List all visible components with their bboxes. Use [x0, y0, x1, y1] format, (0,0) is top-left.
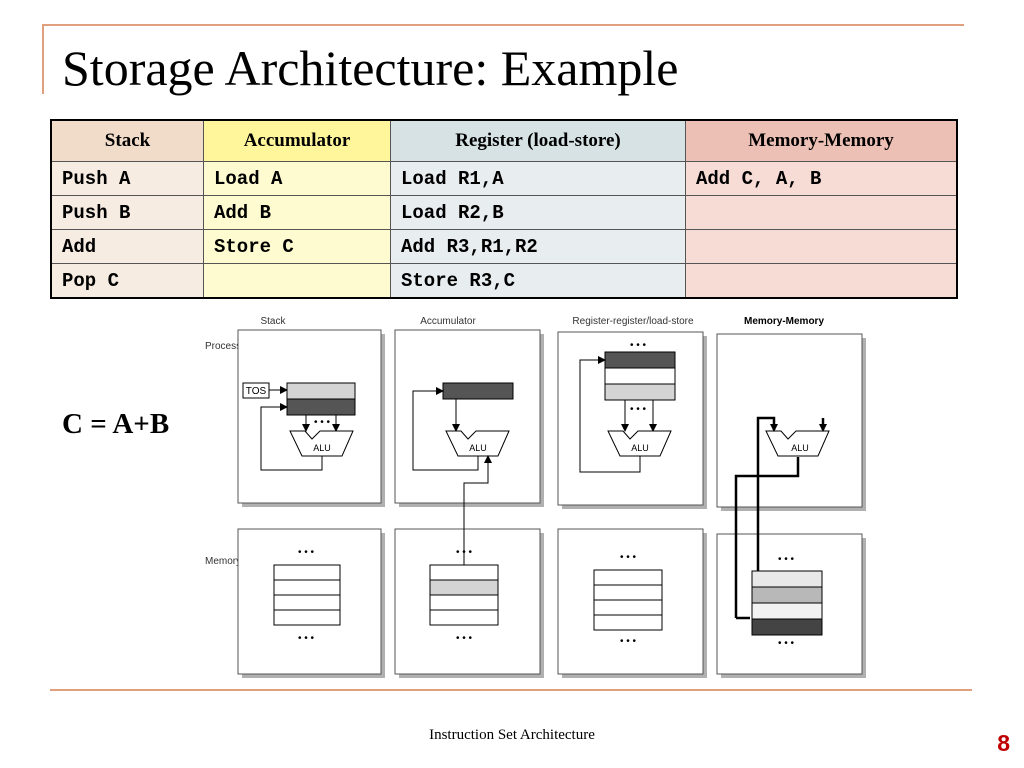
alu-label: ALU: [313, 443, 331, 453]
cell-register: Add R3,R1,R2: [390, 229, 686, 264]
header-memory-memory: Memory-Memory: [685, 119, 958, 162]
cell-register: Load R1,A: [390, 161, 686, 196]
cell-accumulator: Store C: [203, 229, 391, 264]
table-row: Push B Add B Load R2,B: [50, 195, 958, 230]
header-stack: Stack: [50, 119, 204, 162]
table-row: Pop C Store R3,C: [50, 263, 958, 299]
svg-text:• • •: • • •: [298, 547, 315, 558]
accumulator-memory: • • • • • •: [429, 547, 499, 644]
row-label-processor: Processor: [205, 341, 251, 352]
storage-architecture-diagram: Stack Accumulator Register-register/load…: [205, 316, 866, 678]
left-accent-rule: [42, 24, 44, 94]
stack-memory: • • • • • •: [273, 547, 341, 644]
cell-stack: Add: [50, 229, 204, 264]
header-accumulator: Accumulator: [203, 119, 391, 162]
cell-register: Store R3,C: [390, 263, 686, 299]
svg-text:ALU: ALU: [631, 443, 649, 453]
svg-text:• • •: • • •: [778, 554, 795, 565]
svg-text:• • •: • • •: [314, 417, 331, 428]
stack-processor: TOS • • • ALU: [242, 382, 356, 471]
svg-text:• • •: • • •: [456, 547, 473, 558]
processor-panels: [237, 329, 866, 511]
architecture-table: Stack Accumulator Register (load-store) …: [50, 119, 958, 299]
cell-memory-memory: [685, 263, 958, 299]
cell-memory-memory: Add C, A, B: [685, 161, 958, 196]
tos-label: TOS: [246, 386, 267, 397]
svg-text:ALU: ALU: [791, 443, 809, 453]
svg-text:ALU: ALU: [469, 443, 487, 453]
table-row: Add Store C Add R3,R1,R2: [50, 229, 958, 264]
cell-memory-memory: [685, 229, 958, 264]
table-row: Push A Load A Load R1,A Add C, A, B: [50, 161, 958, 196]
svg-text:• • •: • • •: [620, 552, 637, 563]
cell-stack: Push A: [50, 161, 204, 196]
cell-accumulator: Add B: [203, 195, 391, 230]
accumulator-processor: ALU: [412, 382, 514, 578]
svg-text:• • •: • • •: [630, 340, 647, 351]
cell-memory-memory: [685, 195, 958, 230]
memory-memory-memory: • • • • • •: [751, 554, 823, 649]
column-label-accumulator: Accumulator: [420, 316, 476, 327]
svg-text:• • •: • • •: [630, 404, 647, 415]
page-number: 8: [997, 730, 1010, 756]
cell-register: Load R2,B: [390, 195, 686, 230]
register-processor: • • • • • • ALU: [579, 340, 676, 473]
register-memory: • • • • • •: [593, 552, 663, 647]
equation-label: C = A+B: [62, 408, 170, 440]
table-header-row: Stack Accumulator Register (load-store) …: [50, 119, 958, 162]
column-label-stack: Stack: [260, 316, 286, 327]
column-label-memory-memory: Memory-Memory: [744, 316, 824, 327]
svg-text:• • •: • • •: [456, 633, 473, 644]
memory-panels: [237, 528, 866, 678]
svg-text:• • •: • • •: [298, 633, 315, 644]
cell-accumulator: Load A: [203, 161, 391, 196]
top-accent-rule: [42, 24, 964, 26]
cell-accumulator: [203, 263, 391, 299]
svg-text:• • •: • • •: [620, 636, 637, 647]
memory-memory-processor: ALU: [734, 416, 830, 620]
svg-text:• • •: • • •: [778, 638, 795, 649]
cell-stack: Pop C: [50, 263, 204, 299]
row-label-memory: Memory: [205, 556, 241, 567]
cell-stack: Push B: [50, 195, 204, 230]
header-register: Register (load-store): [390, 119, 686, 162]
slide-title: Storage Architecture: Example: [62, 40, 679, 96]
bottom-accent-rule: [50, 689, 972, 691]
column-label-register: Register-register/load-store: [572, 316, 694, 327]
footer-title: Instruction Set Architecture: [429, 727, 595, 743]
